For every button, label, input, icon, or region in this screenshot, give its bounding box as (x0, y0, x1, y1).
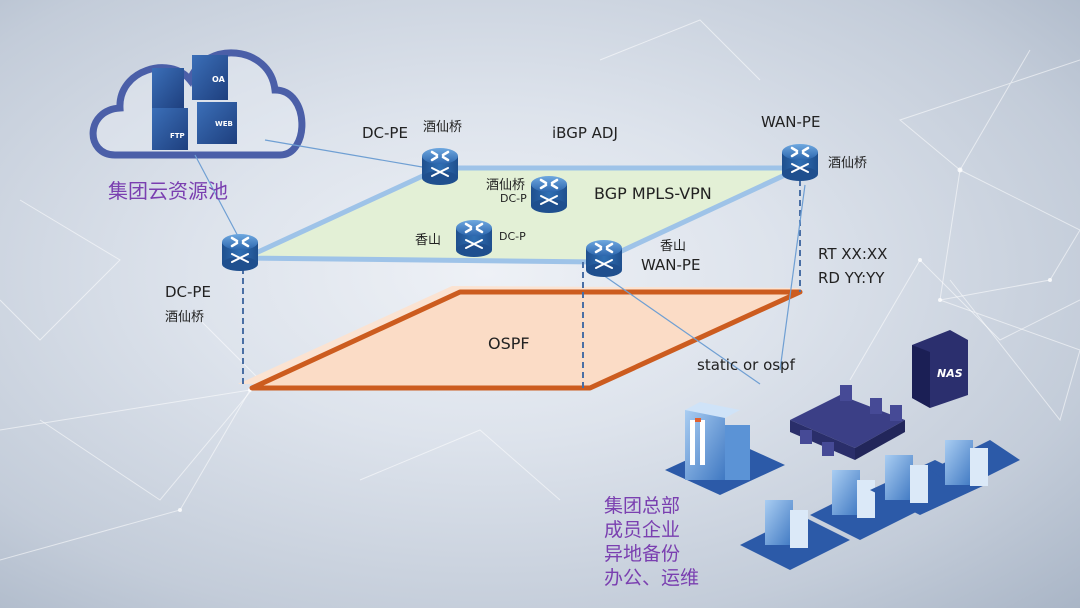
router-role-wan-pe-jxq: WAN-PE (761, 113, 821, 131)
router-role-dc-p-xs: DC-P (499, 230, 526, 243)
cloud-resource-pool: OA WEB FTP (89, 49, 306, 159)
router-role-wan-pe-xs: WAN-PE (641, 256, 701, 274)
cloud-label: 集团云资源池 (108, 179, 228, 203)
branch-buildings-icon (740, 440, 1020, 570)
access-links (602, 184, 806, 385)
nas-icon: NAS (912, 330, 968, 408)
ospf-label: OSPF (488, 334, 530, 353)
hq-building-icon (665, 402, 785, 495)
static-or-ospf-label: static or ospf (697, 356, 795, 374)
router-icon-dc-pe-top[interactable] (420, 146, 460, 187)
router-site-dc-p-jxq: 酒仙桥 (486, 178, 526, 193)
router-site-wan-pe-jxq: 酒仙桥 (828, 156, 868, 171)
router-role-dc-pe-left: DC-PE (165, 283, 211, 301)
cloud-links (194, 139, 429, 241)
hq-line: 集团总部 (604, 495, 681, 517)
nas-label: NAS (937, 367, 963, 380)
server-icon: OA WEB FTP (152, 55, 237, 150)
router-site-dc-p-xs: 香山 (415, 233, 442, 248)
meeting-room-icon (790, 385, 905, 460)
router-icon-wan-pe-xs[interactable] (584, 238, 624, 279)
router-role-dc-p-jxq: DC-P (500, 192, 527, 205)
router-icon-wan-pe-jxq[interactable] (780, 142, 820, 183)
ibgp-label: iBGP ADJ (552, 124, 618, 142)
rt-label: RT XX:XX (818, 245, 888, 263)
mpls-vpn-label: BGP MPLS-VPN (594, 184, 712, 203)
router-site-dc-pe-top: 酒仙桥 (423, 120, 463, 135)
router-site-wan-pe-xs: 香山 (660, 239, 687, 254)
vertical-links (242, 180, 801, 388)
hq-line: 成员企业 (604, 519, 681, 541)
hq-line: 异地备份 (604, 543, 681, 565)
server-label-web: WEB (215, 120, 233, 128)
router-icon-dc-p-jxq[interactable] (529, 174, 569, 215)
router-icon-dc-p-xs[interactable] (454, 218, 494, 259)
server-label-ftp: FTP (170, 132, 185, 140)
router-site-dc-pe-left: 酒仙桥 (165, 310, 205, 325)
hq-description: 集团总部 成员企业 异地备份 办公、运维 (604, 494, 699, 590)
hq-line: 办公、运维 (604, 567, 700, 589)
router-icon-dc-pe-left[interactable] (220, 232, 260, 273)
router-role-dc-pe-top: DC-PE (362, 124, 408, 142)
server-label-oa: OA (212, 75, 226, 84)
rd-label: RD YY:YY (818, 269, 885, 287)
